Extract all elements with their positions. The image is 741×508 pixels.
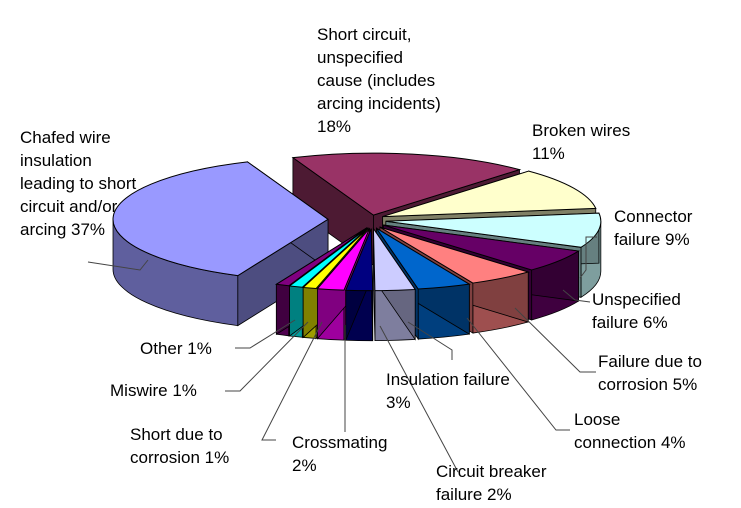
leader-line-6 (379, 325, 459, 473)
slice-top-4 (383, 224, 581, 271)
leader-line-11 (87, 259, 149, 271)
leader-line-3 (514, 307, 596, 373)
slice-top-3 (385, 212, 602, 248)
leader-line-1 (579, 236, 597, 279)
leader-line-8 (261, 321, 323, 441)
slice-top-10 (302, 227, 369, 290)
slice-top-11 (288, 227, 368, 288)
leader-line-5 (407, 321, 453, 360)
slice-top-1 (291, 152, 522, 216)
slice-label-12: Other 1% (140, 339, 212, 358)
slice-top-7 (372, 226, 417, 292)
slice-top-13 (112, 161, 329, 277)
leader-line-9 (225, 321, 309, 392)
slice-top-8 (345, 228, 374, 292)
pie-slice-tops (112, 152, 602, 292)
leader-line-10 (235, 319, 296, 349)
slice-top-5 (379, 226, 531, 284)
slice-top-12 (274, 227, 367, 287)
slice-top-2 (382, 170, 597, 218)
leader-line-2 (562, 289, 591, 303)
leader-line-4 (466, 317, 570, 431)
slice-label-11: Miswire 1% (110, 381, 197, 400)
slice-top-6 (376, 227, 471, 290)
slice-top-9 (316, 228, 370, 291)
label-leader-lines (87, 236, 597, 473)
